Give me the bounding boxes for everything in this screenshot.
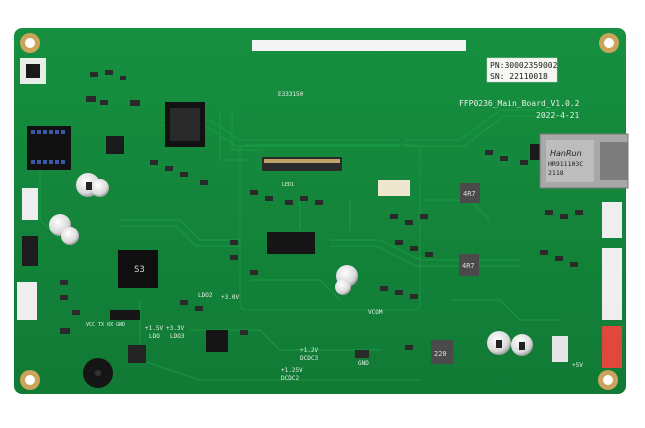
- capacitors: [49, 173, 533, 356]
- trace-outline: [239, 144, 421, 311]
- ethernet-brand: HanRun: [550, 149, 582, 158]
- ldo2-voltage: +3.0V: [221, 294, 239, 301]
- small-ic: [106, 136, 124, 154]
- dcdc3-label: DCDC3: [300, 355, 318, 362]
- ethernet-lot: 2118: [548, 169, 564, 177]
- passives: [60, 70, 583, 358]
- vcom-label: VCOM: [368, 309, 383, 316]
- inductors: 4R7 4R7 220: [431, 183, 480, 364]
- right-connector-2: [602, 248, 622, 320]
- chip-s3-label: S3: [134, 265, 145, 275]
- silk-label-strip: [252, 40, 466, 51]
- ldo15-voltage: +1.5V: [145, 325, 163, 332]
- ldo2-label: LDO2: [198, 292, 213, 299]
- s3-chip: [118, 250, 158, 288]
- board-code: E333150: [278, 91, 304, 98]
- ldo33-voltage: +3.3V: [166, 325, 184, 332]
- pcb-board: [14, 28, 626, 394]
- led-label: LED1: [282, 182, 294, 188]
- sn-label: SN: 22110018: [490, 72, 548, 81]
- mounting-holes: [20, 33, 619, 390]
- dcdc3-voltage: +1.2V: [300, 347, 318, 354]
- uart-header: [110, 310, 140, 320]
- gnd-label: GND: [358, 360, 369, 367]
- ldo15-name: LDO: [149, 333, 160, 340]
- left-connector-3: [17, 282, 37, 320]
- ic-chips: S3: [27, 102, 546, 363]
- power-ic: [206, 330, 228, 352]
- connectors: [17, 157, 622, 368]
- pn-sn-sticker: [486, 57, 558, 83]
- pn-label: PN:30002359002: [490, 61, 558, 70]
- ldo3-label: LDO3: [170, 333, 185, 340]
- inductor-1-label: 4R7: [463, 190, 476, 198]
- ethernet-part: HR911103C: [548, 160, 583, 168]
- plus5v-label: +5V: [572, 362, 583, 369]
- driver-ic: [267, 232, 315, 254]
- right-connector-1: [602, 202, 622, 238]
- ethernet-jack: HanRun HR911103C 2118: [539, 133, 629, 189]
- inductor-2-label: 4R7: [462, 262, 475, 270]
- board-date: 2022-4-21: [536, 111, 580, 120]
- ldo-ic: [128, 345, 146, 363]
- small-connector: [378, 180, 410, 196]
- board-model: FFP0236_Main_Board_V1.0.2: [459, 99, 580, 108]
- red-connector: [602, 326, 622, 368]
- uart-label: VCC TX RX GND: [86, 322, 125, 328]
- inductor-3-label: 220: [434, 350, 447, 358]
- left-connector-2: [22, 236, 38, 266]
- dcdc2-voltage: +1.25V: [281, 367, 303, 374]
- left-connector-1: [22, 188, 38, 220]
- dcdc2-label: DCDC2: [281, 375, 299, 382]
